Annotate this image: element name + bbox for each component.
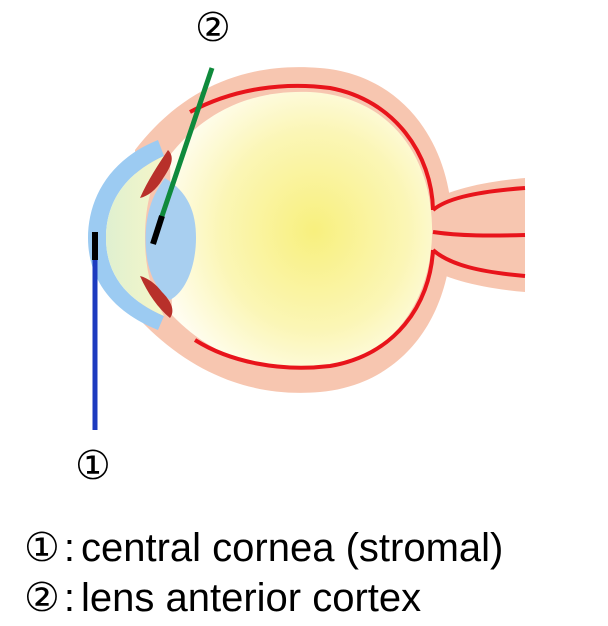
legend-number: ① [24,525,60,571]
legend-item-lens: ②:lens anterior cortex [24,576,421,620]
legend-separator: : [64,526,75,570]
lens-marker: ② [195,8,231,48]
legend-item-cornea: ①:central cornea (stromal) [24,526,503,570]
legend-number: ② [24,575,60,621]
legend-label: central cornea (stromal) [81,526,503,570]
cornea-marker: ① [75,446,111,486]
legend-separator: : [64,576,75,620]
legend-label: lens anterior cortex [81,576,421,620]
vitreous-body [170,92,432,370]
